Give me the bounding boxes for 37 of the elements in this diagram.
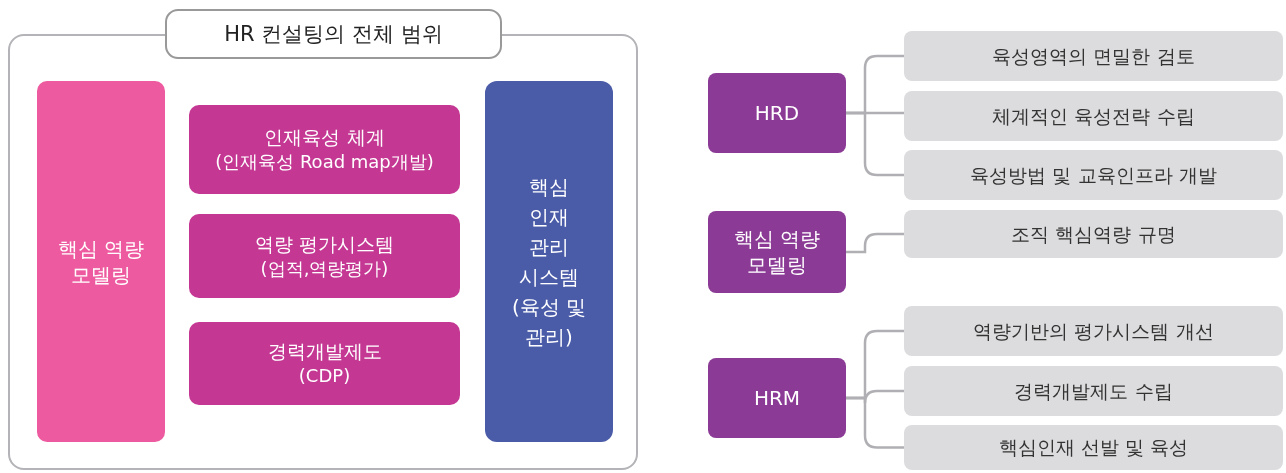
box-title: 핵심 역량 모델링 [56, 235, 146, 288]
task-box [904, 366, 1283, 416]
box-title: 체계적인 육성전략 수립 [992, 103, 1195, 129]
competency-panel [37, 81, 165, 442]
box-title: 핵심 인재 관리 시스템 (육성 및 관리) [510, 173, 588, 351]
box-title: HRM [752, 385, 802, 411]
box-title: 경력개발제도 [267, 339, 382, 365]
box-title: 역량 평가시스템 [254, 231, 394, 257]
box-title: 핵심 역량 모델링 [732, 226, 822, 278]
box-title: 역량기반의 평가시스템 개선 [973, 318, 1214, 344]
task-box [904, 306, 1283, 356]
category-box [708, 73, 846, 153]
process-box [189, 214, 460, 298]
box-title: 육성영역의 면밀한 검토 [992, 43, 1195, 69]
task-box [904, 210, 1283, 258]
system-panel [485, 81, 613, 442]
box-subtitle: (인재육성 Road map개발) [215, 150, 434, 174]
process-box [189, 322, 460, 405]
box-title: 경력개발제도 수립 [1014, 378, 1173, 404]
box-subtitle: (CDP) [298, 364, 351, 388]
category-box [708, 211, 846, 293]
box-title: 조직 핵심역량 규명 [1011, 221, 1176, 247]
connector-line [846, 111, 904, 177]
connector-line [846, 396, 904, 449]
connector-line [846, 232, 904, 254]
task-box [904, 425, 1283, 470]
category-box [708, 358, 846, 438]
title-tab: HR 컨설팅의 전체 범위 [165, 9, 502, 59]
task-box [904, 150, 1283, 200]
box-title: 인재육성 체계 [264, 125, 385, 151]
box-title: HRD [753, 100, 801, 126]
box-subtitle: (업적,역량평가) [260, 256, 389, 281]
process-box [189, 105, 460, 194]
task-box [904, 91, 1283, 141]
box-title: 핵심인재 선발 및 육성 [998, 435, 1189, 460]
task-box [904, 31, 1283, 81]
box-title: 육성방법 및 교육인프라 개발 [970, 162, 1217, 188]
